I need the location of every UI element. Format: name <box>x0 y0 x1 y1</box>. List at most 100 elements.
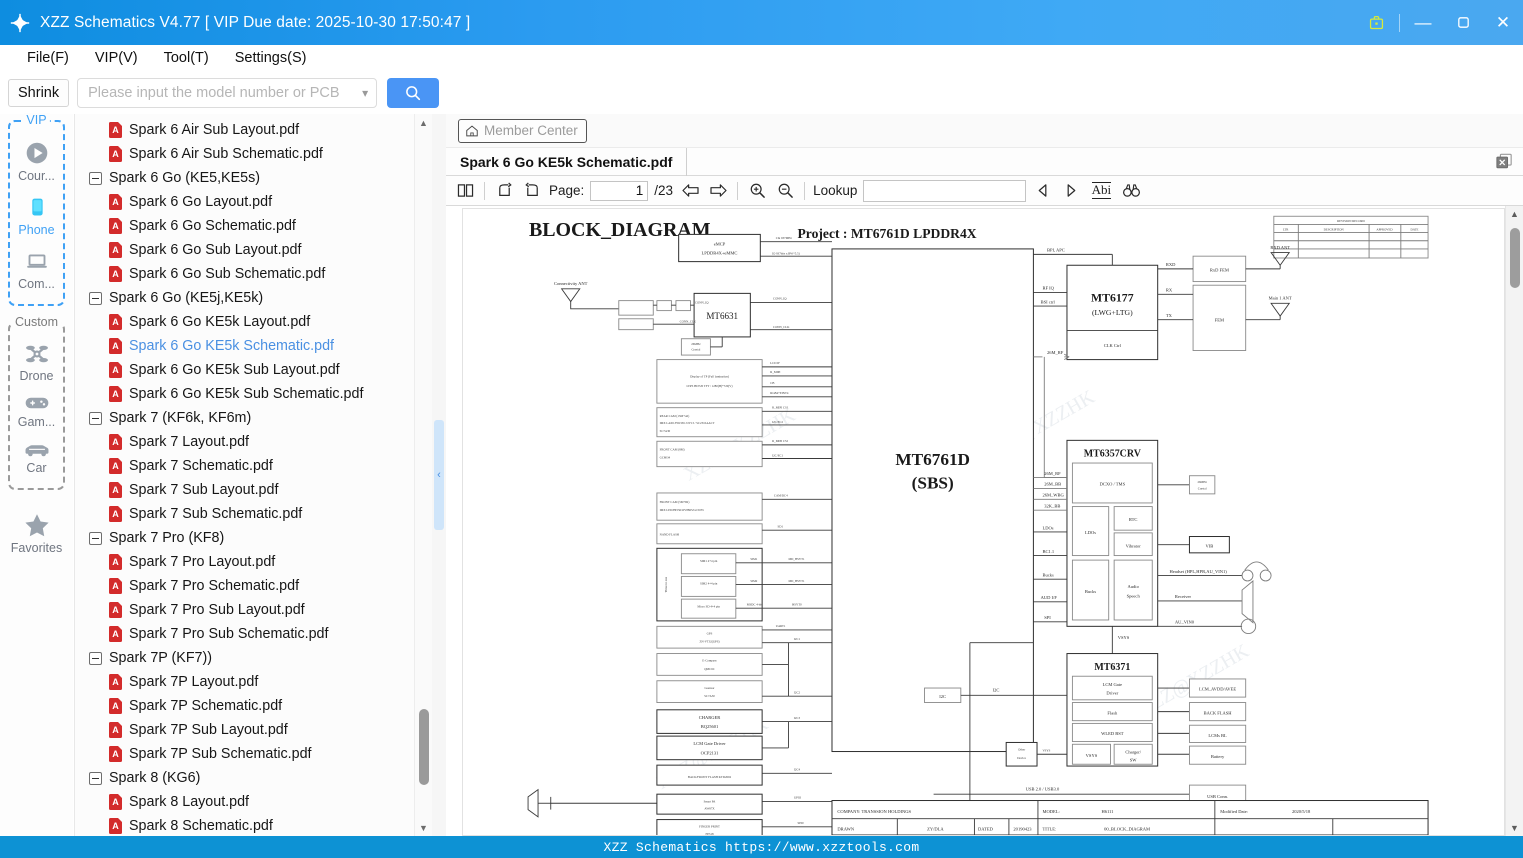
bus-26m-rf: 26M_RF <box>1044 471 1061 476</box>
file-tree-scrollbar[interactable]: ▲ ▼ <box>414 114 432 836</box>
collapse-icon[interactable] <box>89 771 102 785</box>
pdf-scroll-up-icon[interactable]: ▲ <box>1510 209 1519 219</box>
lookup-input[interactable] <box>863 179 1027 202</box>
rail-item-favorites[interactable]: Favorites <box>0 506 73 560</box>
pdf-scroll-down-icon[interactable]: ▼ <box>1510 823 1519 833</box>
collapse-icon[interactable] <box>89 531 102 545</box>
tree-group-row[interactable]: Spark 6 Go (KE5j,KE5k) <box>75 286 414 310</box>
rail-item-game[interactable]: Gam... <box>10 388 63 434</box>
member-center-button[interactable]: Member Center <box>458 118 587 143</box>
find-previous-icon[interactable] <box>1032 180 1054 202</box>
shrink-button[interactable]: Shrink <box>8 79 70 107</box>
rail-item-computer[interactable]: Com... <box>10 242 63 296</box>
revision-col-approved: APPROVED <box>1376 227 1393 231</box>
tree-group-row[interactable]: Spark 6 Go (KE5,KE5s) <box>75 166 414 190</box>
splitter-handle[interactable]: ‹ <box>434 420 444 530</box>
previous-page-icon[interactable] <box>679 180 701 202</box>
rotate-clockwise-icon[interactable] <box>521 180 543 202</box>
collapse-icon[interactable] <box>89 651 102 665</box>
vip-briefcase-icon[interactable] <box>1356 0 1396 45</box>
bus-i2c-ec2: I2C/EC2 <box>772 420 783 424</box>
smart-pa-title: Smart PA <box>704 799 717 803</box>
maximize-button[interactable] <box>1443 0 1483 45</box>
fem-blocks: RxD FEM FEM RXD RX TX RXD ANT <box>1157 245 1292 351</box>
pdf-scrollbar-thumb[interactable] <box>1510 228 1520 288</box>
vsys-label-2: VSYS <box>1042 749 1050 753</box>
tree-row-label: Spark 7 Layout.pdf <box>129 434 250 450</box>
close-all-tabs-icon[interactable] <box>1493 152 1515 172</box>
rail-item-drone[interactable]: Drone <box>10 336 63 388</box>
mt6371-name: MT6371 <box>1094 662 1130 673</box>
collapse-icon[interactable] <box>89 171 102 185</box>
file-tree-scrollbar-thumb[interactable] <box>419 709 429 785</box>
pane-splitter[interactable]: ‹ <box>432 114 446 836</box>
menu-file[interactable]: File(F) <box>27 50 69 66</box>
minimize-button[interactable]: — <box>1414 12 1432 32</box>
search-button[interactable] <box>387 78 440 108</box>
pdf-page[interactable]: XZZ@XZZHK XZZ@XZZHK XZZ@XZZHK XZZ@XZZHK … <box>462 208 1505 836</box>
binoculars-icon[interactable] <box>1120 180 1142 202</box>
document-tab[interactable]: Spark 6 Go KE5k Schematic.pdf <box>446 147 688 176</box>
search-input[interactable] <box>86 84 359 102</box>
abi-text-icon[interactable]: Abi <box>1088 180 1114 202</box>
collapse-icon[interactable] <box>89 291 102 305</box>
tree-group-row[interactable]: Spark 8 (KG6) <box>75 766 414 790</box>
collapse-icon[interactable] <box>89 411 102 425</box>
page-input[interactable] <box>590 180 649 201</box>
rear-cam-sub: IMX LAID /HI1336 /OV13 / SC2310AACT <box>660 421 715 425</box>
search-combobox[interactable]: ▾ <box>77 78 378 108</box>
menu-vip[interactable]: VIP(V) <box>94 50 138 66</box>
pdf-viewport[interactable]: XZZ@XZZHK XZZ@XZZHK XZZ@XZZHK XZZ@XZZHK … <box>446 206 1523 836</box>
chevron-down-icon[interactable]: ▾ <box>362 86 369 100</box>
next-page-icon[interactable] <box>707 180 729 202</box>
zoom-out-icon[interactable] <box>774 180 796 202</box>
gsensor-sub: SC7A30 <box>704 694 715 698</box>
scroll-up-icon[interactable]: ▲ <box>419 117 428 128</box>
rail-item-phone[interactable]: Phone <box>10 188 63 242</box>
title-block: COMPANY: TRANSSION HOLDINGS MODEL: H6111… <box>831 800 1429 835</box>
tree-group-row[interactable]: Spark 7 Pro (KF8) <box>75 526 414 550</box>
rotate-counterclockwise-icon[interactable] <box>493 180 515 202</box>
scroll-down-icon[interactable]: ▼ <box>419 822 428 833</box>
zoom-in-icon[interactable] <box>746 180 768 202</box>
toolbar-divider-3 <box>804 181 806 200</box>
close-button[interactable]: ✕ <box>1495 12 1511 32</box>
tree-group-row[interactable]: Spark 7 (KF6k, KF6m) <box>75 406 414 430</box>
tree-group-row[interactable]: Spark 7P (KF7)) <box>75 646 414 670</box>
drone-icon <box>25 345 48 363</box>
pdf-scrollbar[interactable]: ▲ ▼ <box>1505 206 1523 836</box>
menu-tool[interactable]: Tool(T) <box>163 50 209 66</box>
two-page-view-icon[interactable] <box>454 180 476 202</box>
bus-fm: CONN_CLK <box>680 319 697 323</box>
rail-item-course[interactable]: Cour... <box>10 134 63 188</box>
find-next-icon[interactable] <box>1060 180 1082 202</box>
tree-row-label: Spark 7 Schematic.pdf <box>129 458 273 474</box>
rail-item-car[interactable]: Car <box>10 434 63 480</box>
menu-settings[interactable]: Settings(S) <box>234 50 307 66</box>
pdf-file-icon: A <box>109 338 122 354</box>
